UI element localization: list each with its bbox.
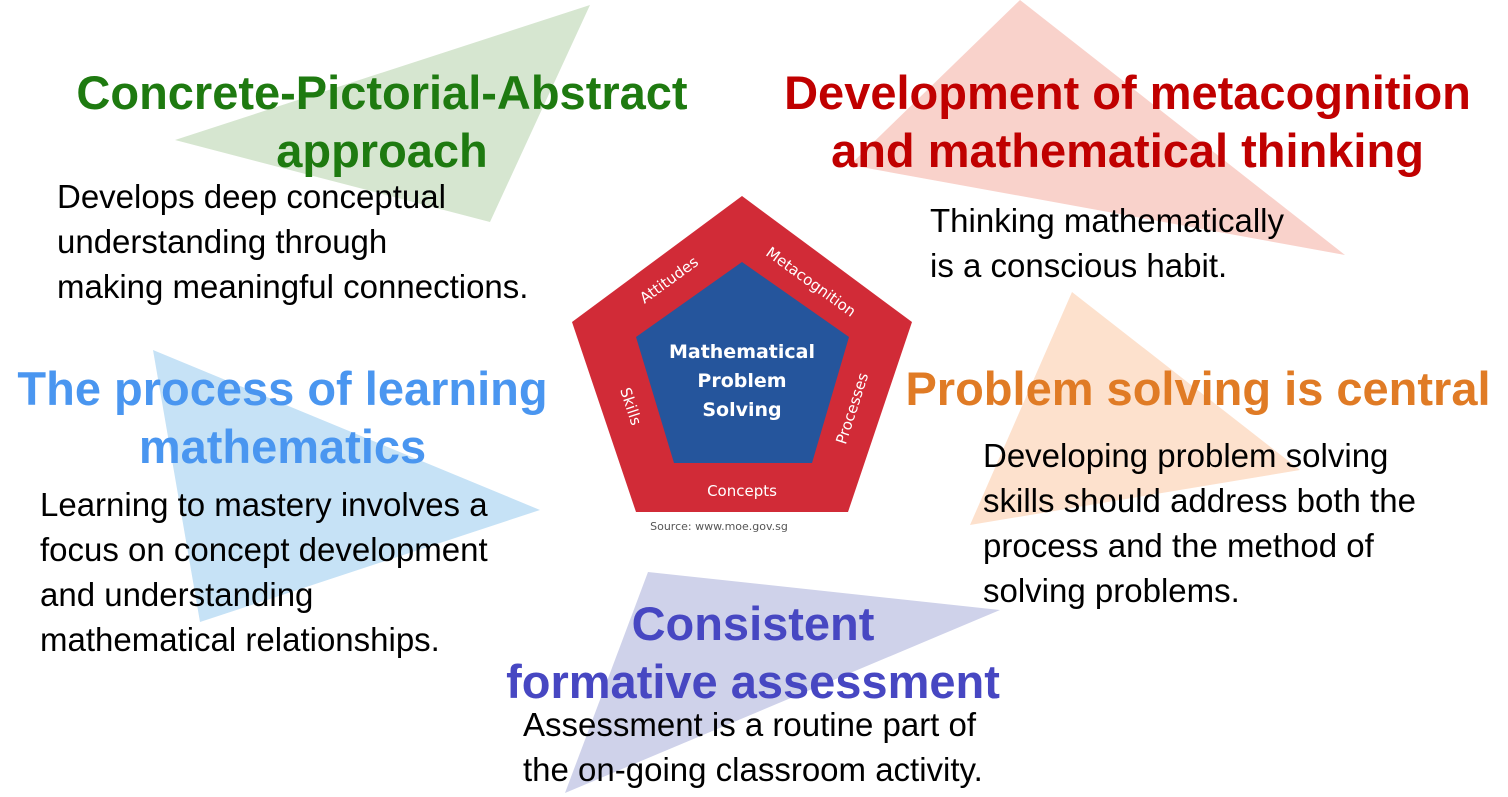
pentagon-center-line-3: Solving — [702, 399, 781, 421]
cpa-title-line: Concrete-Pictorial-Abstract — [76, 66, 688, 119]
learning-body-line: Learning to mastery involves a — [40, 486, 488, 523]
pentagon-label-concepts: Concepts — [707, 482, 777, 500]
pentagon-center-line-2: Problem — [697, 370, 786, 392]
assessment-title: Consistent formative assessment — [488, 595, 1018, 711]
metacognition-body: Thinking mathematically is a conscious h… — [930, 198, 1284, 288]
assessment-title-line: formative assessment — [506, 655, 1000, 708]
problem-solving-body-line: Developing problem solving — [983, 437, 1389, 474]
assessment-body-line: the on-going classroom activity. — [523, 751, 983, 788]
cpa-body-line: Develops deep conceptual — [57, 178, 446, 215]
metacognition-title: Development of metacognition and mathema… — [755, 64, 1500, 180]
problem-solving-title-line: Problem solving is central — [905, 362, 1491, 415]
green-triangle — [175, 5, 590, 222]
cpa-body-line: making meaningful connections. — [57, 268, 529, 305]
learning-body-line: mathematical relationships. — [40, 621, 440, 658]
metacognition-title-line: Development of metacognition — [784, 66, 1471, 119]
learning-body-line: focus on concept development — [40, 531, 488, 568]
assessment-body-line: Assessment is a routine part of — [523, 706, 977, 743]
assessment-body: Assessment is a routine part of the on-g… — [523, 702, 983, 792]
learning-body: Learning to mastery involves a focus on … — [40, 482, 488, 662]
problem-solving-body: Developing problem solving skills should… — [983, 433, 1416, 613]
cpa-title: Concrete-Pictorial-Abstract approach — [57, 64, 707, 180]
problem-solving-body-line: process and the method of — [983, 527, 1374, 564]
pentagon-inner — [636, 262, 849, 463]
cpa-body-line: understanding through — [57, 223, 388, 260]
learning-title: The process of learning mathematics — [0, 360, 565, 476]
cpa-title-line: approach — [276, 124, 488, 177]
problem-solving-body-line: solving problems. — [983, 572, 1240, 609]
cpa-body: Develops deep conceptual understanding t… — [57, 174, 528, 309]
learning-title-line: The process of learning — [17, 362, 548, 415]
assessment-title-line: Consistent — [631, 597, 875, 650]
metacognition-body-line: is a conscious habit. — [930, 247, 1228, 284]
learning-title-line: mathematics — [138, 420, 427, 473]
pentagon-diagram: Mathematical Problem Solving Attitudes M… — [572, 196, 912, 533]
pentagon-center-line-1: Mathematical — [669, 341, 815, 363]
metacognition-title-line: and mathematical thinking — [831, 124, 1424, 177]
orange-triangle — [970, 292, 1300, 525]
problem-solving-body-line: skills should address both the — [983, 482, 1416, 519]
purple-triangle — [565, 572, 1000, 793]
pentagon-source: Source: www.moe.gov.sg — [650, 520, 788, 533]
learning-body-line: and understanding — [40, 576, 314, 613]
problem-solving-title: Problem solving is central — [888, 360, 1508, 418]
metacognition-body-line: Thinking mathematically — [930, 202, 1284, 239]
blue-triangle — [153, 350, 540, 622]
red-triangle — [850, 0, 1345, 255]
